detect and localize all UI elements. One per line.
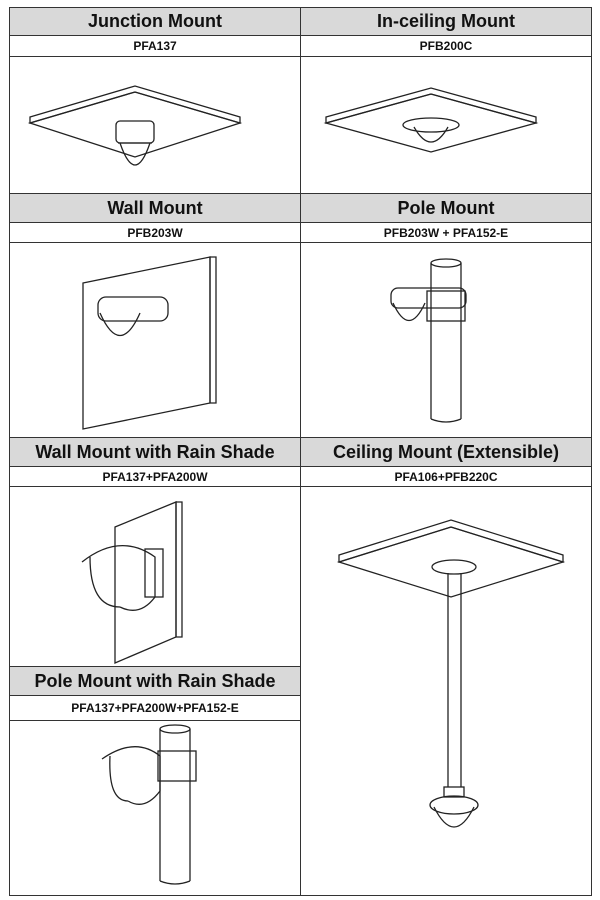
- in-ceiling-mount-illustration: [323, 87, 539, 153]
- in-ceiling-mount-image: [300, 56, 592, 194]
- wall-mount-title: Wall Mount: [9, 193, 301, 223]
- pole-mount-title: Pole Mount: [300, 193, 592, 223]
- ceiling-mount-extensible-illustration: [336, 519, 566, 828]
- ceiling-mount-extensible-model: PFA106+PFB220C: [300, 466, 592, 487]
- pole-mount-rain-shade-title: Pole Mount with Rain Shade: [9, 666, 301, 696]
- junction-mount-image: [9, 56, 301, 194]
- ceiling-mount-extensible-title: Ceiling Mount (Extensible): [300, 437, 592, 467]
- pole-mount-rain-shade-model: PFA137+PFA200W+PFA152-E: [9, 695, 301, 721]
- pole-mount-image: [300, 242, 592, 438]
- in-ceiling-mount-title: In-ceiling Mount: [300, 7, 592, 36]
- wall-mount-image: [9, 242, 301, 438]
- ceiling-mount-extensible-image: [300, 486, 592, 896]
- wall-mount-rain-shade-title: Wall Mount with Rain Shade: [9, 437, 301, 467]
- wall-mount-rain-shade-image: [9, 486, 301, 667]
- pole-mount-rain-shade-illustration: [101, 724, 197, 885]
- wall-mount-illustration: [82, 256, 217, 430]
- pole-mount-illustration: [390, 258, 467, 423]
- junction-mount-illustration: [27, 85, 243, 166]
- pole-mount-model: PFB203W + PFA152-E: [300, 222, 592, 243]
- wall-mount-model: PFB203W: [9, 222, 301, 243]
- junction-mount-model: PFA137: [9, 35, 301, 57]
- wall-mount-rain-shade-illustration: [81, 501, 183, 664]
- pole-mount-rain-shade-image: [9, 720, 301, 896]
- wall-mount-rain-shade-model: PFA137+PFA200W: [9, 466, 301, 487]
- in-ceiling-mount-model: PFB200C: [300, 35, 592, 57]
- junction-mount-title: Junction Mount: [9, 7, 301, 36]
